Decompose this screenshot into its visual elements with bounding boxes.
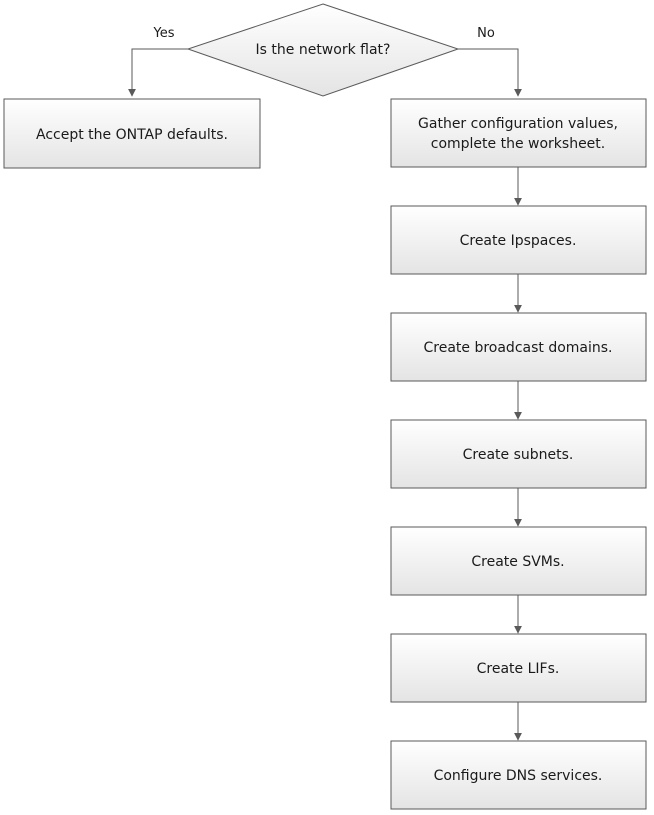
step-box [390, 312, 647, 382]
step-label: Configure DNS services. [434, 768, 603, 784]
yes-step-node: Accept the ONTAP defaults. [3, 98, 261, 169]
step-label: complete the worksheet. [431, 136, 605, 152]
step-label: Create subnets. [463, 447, 574, 463]
step-label: Create LIFs. [477, 661, 560, 677]
yes-step-box [3, 98, 261, 169]
step-box [390, 419, 647, 489]
step-label: Create SVMs. [471, 554, 564, 570]
step-node-create-lifs: Create LIFs. [390, 633, 647, 703]
step-node-configure-dns-services: Configure DNS services. [390, 740, 647, 810]
step-node-create-subnets: Create subnets. [390, 419, 647, 489]
yes-step-label: Accept the ONTAP defaults. [36, 127, 228, 143]
step-label: Create broadcast domains. [423, 340, 612, 356]
yes-connector [128, 48, 188, 97]
step-node-create-ipspaces: Create Ipspaces. [390, 205, 647, 275]
step-box [390, 205, 647, 275]
step-box [390, 740, 647, 810]
decision-node: Is the network flat? [186, 3, 460, 97]
step-node-gather-configuration-values-complete-the-worksheet: Gather configuration values, complete the… [390, 98, 647, 168]
step-box [390, 98, 647, 168]
decision-question: Is the network flat? [256, 42, 391, 58]
no-label: No [477, 26, 495, 41]
no-branch-steps: Gather configuration values, complete the… [390, 98, 647, 810]
no-connector [458, 48, 522, 97]
step-box [390, 526, 647, 596]
step-node-create-svms: Create SVMs. [390, 526, 647, 596]
decision-diamond [186, 3, 460, 97]
step-label: Gather configuration values, [418, 116, 618, 132]
yes-label: Yes [153, 26, 175, 41]
step-label: Create Ipspaces. [460, 233, 577, 249]
step-node-create-broadcast-domains: Create broadcast domains. [390, 312, 647, 382]
step-box [390, 633, 647, 703]
